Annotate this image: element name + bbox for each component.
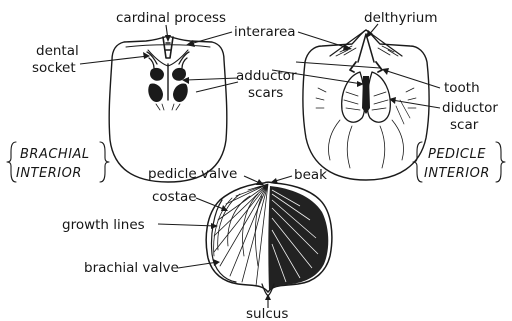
label-dental-socket-line1: dental [36,43,79,59]
adductor-scar-upper-left [150,68,164,81]
label-diductor-scar-line1: diductor [442,100,498,116]
brachiopod-exterior [206,182,332,296]
label-adductor-scars-line1: adductor [236,68,297,84]
label-pedicle-valve: pedicle valve [148,166,237,182]
label-costae: costae [152,189,197,205]
adductor-scar-upper-right [172,68,186,81]
label-delthyrium: delthyrium [364,10,437,26]
label-pedicle-interior-line1: PEDICLE [428,147,486,162]
brachial-hinge-line [126,45,210,47]
pedicle-valve-interior [303,30,429,180]
label-brachial-interior-line1: BRACHIAL [20,147,90,162]
label-beak: beak [294,167,327,183]
adductor-scar-lower-left [148,83,163,102]
label-adductor-scars-line2: scars [248,85,283,101]
adductor-scar-lower-right [173,83,188,102]
growth-lines-shape [214,194,262,266]
mantle-canals [328,120,403,168]
diductor-scar-right [367,72,390,122]
adductor-scar-hatching [156,104,180,110]
label-brachial-valve: brachial valve [84,260,179,276]
label-dental-socket-line2: socket [32,60,76,76]
label-brachial-interior-line2: INTERIOR [16,166,82,181]
label-tooth: tooth [444,80,480,96]
costae-lines [214,184,268,286]
label-pedicle-interior-line2: INTERIOR [424,166,490,181]
pedicle-adductor-scar [362,76,370,114]
tooth-left [350,62,356,72]
pedicle-interior-right-brace [496,142,505,182]
label-diductor-scar-line2: scar [450,117,479,133]
label-growth-lines: growth lines [62,217,145,233]
brachial-interior-left-brace [7,142,16,182]
brachial-interior-right-brace [100,142,109,182]
label-sulcus: sulcus [246,306,288,321]
tooth-right [376,62,382,72]
label-interarea: interarea [234,24,296,40]
pedicle-interior-left-brace [413,142,422,182]
diductor-scar-left [342,72,365,122]
brachial-valve-interior [109,36,227,182]
delthyrium-shape [358,34,374,62]
label-cardinal-process: cardinal process [116,10,226,26]
